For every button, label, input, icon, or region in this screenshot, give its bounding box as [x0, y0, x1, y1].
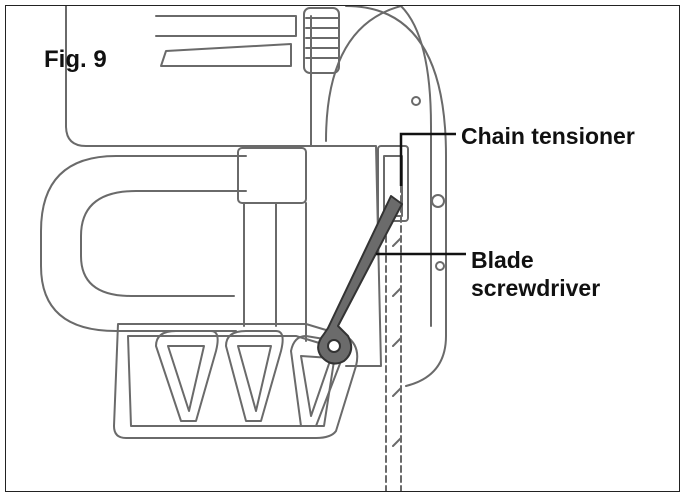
- blade-screwdriver-tool: [317, 195, 403, 365]
- housing-fin: [155, 15, 297, 37]
- handle-grip: [237, 147, 307, 204]
- foot-pad: [225, 330, 284, 422]
- chainsaw-illustration: [40, 6, 466, 491]
- blade-screwdriver-callout: Blade screwdriver: [471, 246, 600, 302]
- housing-top: [65, 6, 307, 147]
- saw-chain: [385, 155, 402, 491]
- blade-screwdriver-line2: screwdriver: [471, 275, 601, 301]
- foot-pad: [155, 330, 219, 422]
- handle-shaft: [243, 202, 307, 342]
- figure-frame: Fig. 9 Chain tensioner Blade screwdriver: [5, 5, 680, 492]
- base-guard: [113, 323, 359, 439]
- housing-fin: [160, 43, 292, 67]
- chain-tensioner-leader: [399, 132, 456, 186]
- tension-knob: [303, 7, 340, 74]
- front-handle: [40, 155, 247, 332]
- sprocket-cover: [345, 6, 447, 387]
- figure-label: Fig. 9: [44, 46, 107, 73]
- blade-screwdriver-line1: Blade: [471, 247, 534, 273]
- chain-tensioner-callout: Chain tensioner: [461, 123, 635, 149]
